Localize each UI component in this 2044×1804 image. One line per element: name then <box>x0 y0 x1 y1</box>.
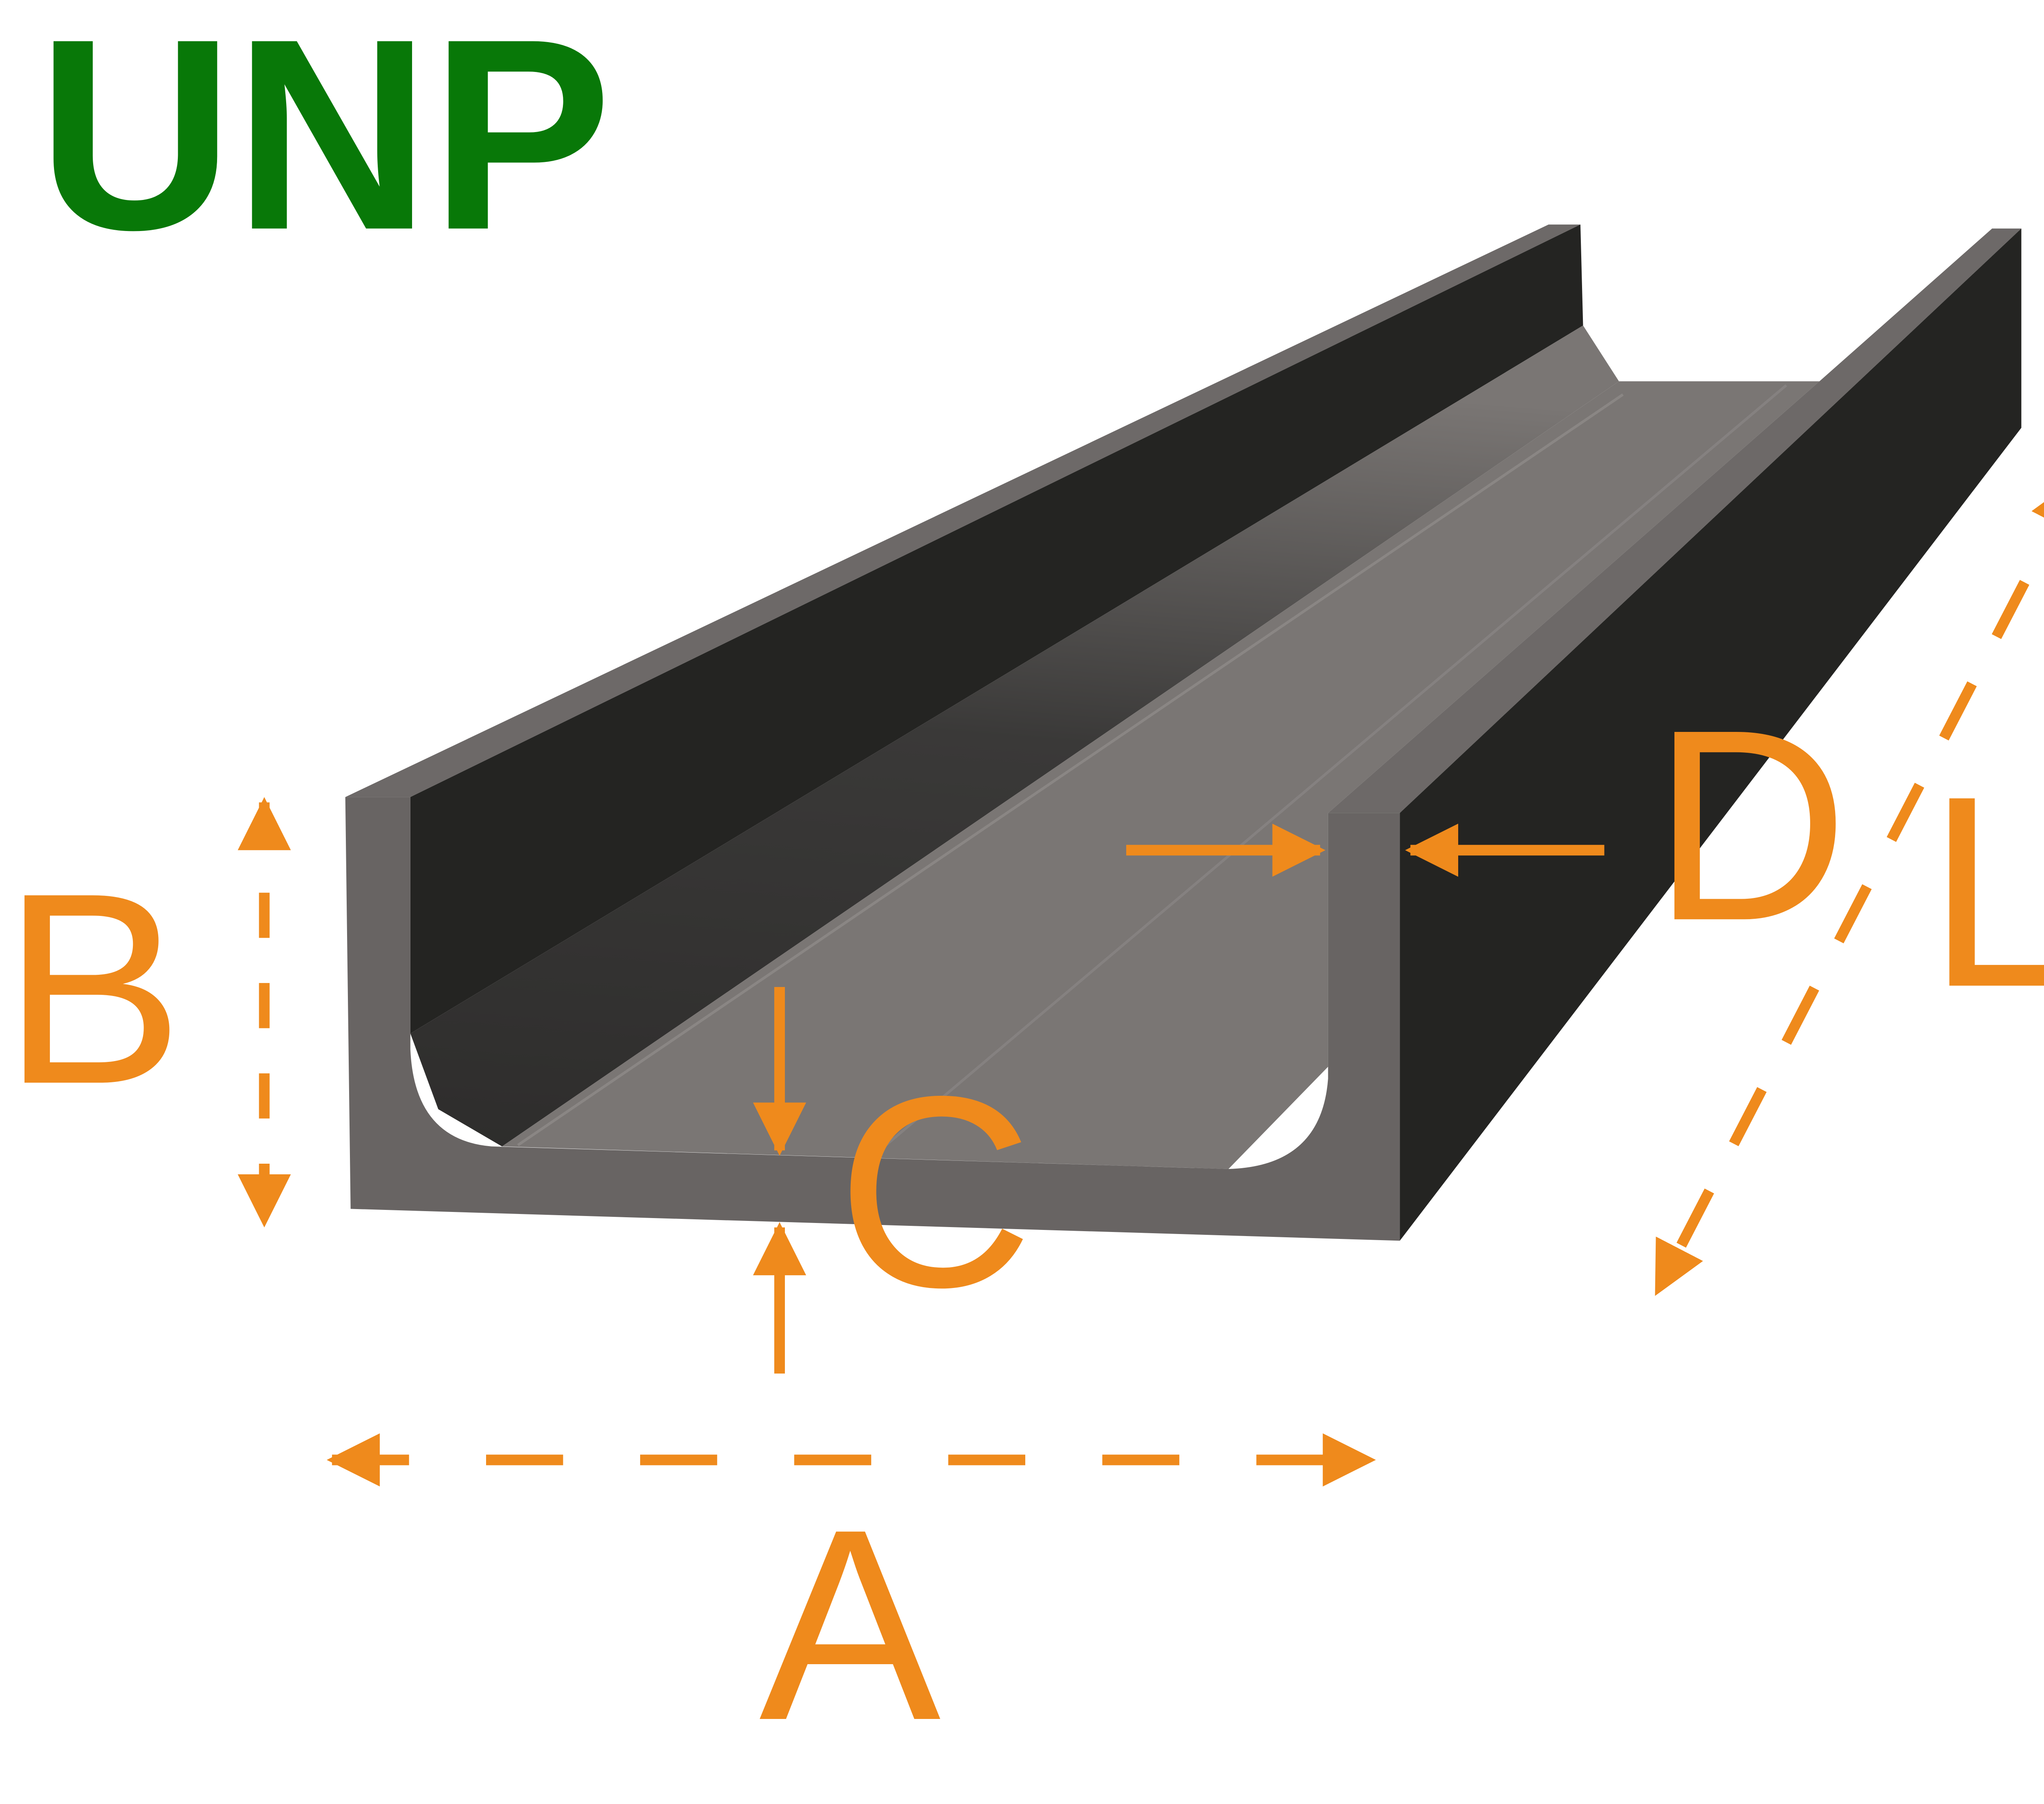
inner-fillet <box>410 325 1619 1147</box>
dimension-lines <box>238 476 2044 1487</box>
label-d: D <box>1652 673 1849 977</box>
diagram-title: UNP <box>37 0 612 287</box>
front-cross-section <box>345 797 1400 1241</box>
label-b: B <box>2 837 184 1141</box>
web-top-surface <box>502 381 1820 1169</box>
left-flange-inner-face <box>410 224 1583 1034</box>
left-flange-top-edge <box>345 224 1580 797</box>
label-a: A <box>759 1473 942 1777</box>
label-l: L <box>1927 740 2044 1044</box>
dimension-l-line <box>1652 476 2044 1296</box>
label-c: C <box>837 1040 1033 1344</box>
